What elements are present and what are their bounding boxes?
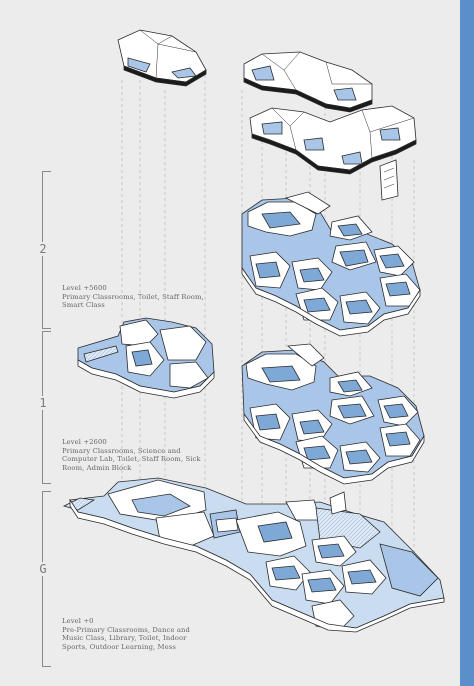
roof-right-lower [249, 105, 417, 175]
roof-left [117, 29, 207, 87]
level-g-number: G [37, 562, 49, 576]
level-2-number: 2 [37, 242, 49, 256]
level-2-description: Level +5600 Primary Classrooms, Toilet, … [62, 284, 212, 310]
level-2-rooms: Primary Classrooms, Toilet, Staff Room, … [62, 292, 204, 310]
roof-right-upper [243, 51, 373, 113]
level-1-rooms: Primary Classrooms, Science and Computer… [62, 446, 201, 472]
level-g-description: Level +0 Pre-Primary Classrooms, Dance a… [62, 617, 212, 651]
level-2-elevation: Level +5600 [62, 284, 107, 292]
level-g-bracket [42, 491, 51, 667]
level-1-description: Level +2600 Primary Classrooms, Science … [62, 438, 212, 472]
projection-guides [121, 75, 415, 580]
stair-tower [379, 159, 399, 201]
level-1-right-plan [241, 343, 425, 485]
level-2-floor-plan [241, 191, 421, 337]
level-g-elevation: Level +0 [62, 617, 94, 625]
level-g-rooms: Pre-Primary Classrooms, Dance and Music … [62, 625, 190, 651]
level-1-left-plan [77, 317, 215, 399]
ground-level-plan [62, 477, 445, 633]
accent-band [460, 0, 474, 686]
level-1-elevation: Level +2600 [62, 438, 107, 446]
level-1-number: 1 [37, 396, 49, 410]
